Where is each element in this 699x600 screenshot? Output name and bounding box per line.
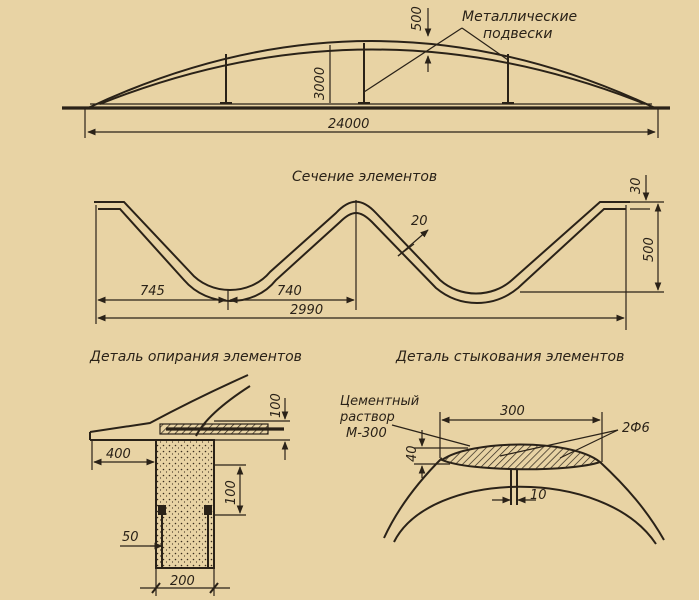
rebar-label: 2Ф6 [622,421,650,436]
tick [151,582,161,594]
dimension-width: 200 [170,574,195,589]
hangers-label-line1: Металлические [462,9,577,25]
rebar-leader [559,429,619,459]
dimension-section-height: 500 [642,237,657,262]
dimension-24000: 24000 [328,117,369,132]
dimension-gap: 10 [530,488,547,503]
dimension-height: 40 [405,445,420,462]
shell-inner [393,485,657,545]
dimension-lip: 30 [629,177,644,194]
mortar-label-line3: М-300 [346,426,387,441]
rebar-leader [499,429,619,457]
leader-line [461,27,509,61]
dimension-745: 745 [140,284,165,299]
shell-outer-left [383,457,443,539]
dimension-thickness: 20 [411,214,428,229]
tick [209,582,219,594]
leader-line [363,27,463,93]
section-title: Сечение элементов [292,169,437,185]
dimension-740: 740 [277,284,302,299]
arch-elevation: Металлические подвески 500 3000 24000 [62,6,670,138]
element-section: Сечение элементов 745 740 2990 500 30 20 [94,169,664,330]
dimension-height-top: 100 [269,393,284,418]
mortar-label-line1: Цементный [340,394,419,409]
dimension-overhang: 400 [106,447,131,462]
shell-outer-right [599,461,665,541]
joint-title: Деталь стыкования элементов [395,349,624,365]
dimension-width: 300 [500,404,525,419]
cement-mortar [439,443,603,471]
dimension-500: 500 [410,6,425,31]
dimension-line-20 [397,243,415,257]
section-profile-inner [98,208,626,304]
dimension-3000: 3000 [313,67,328,100]
arch-outer-curve [87,40,656,109]
rebar-plate [204,505,212,515]
rebar-plate [158,505,166,515]
joint-detail: Деталь стыкования элементов 300 40 Цемен… [339,349,665,545]
hangers-label-line2: подвески [483,26,553,42]
dimension-edge: 50 [122,530,139,545]
mortar-label-line2: раствор [339,410,395,425]
mortar-leader [391,424,471,447]
arch-inner-curve [99,48,646,105]
support-detail: Деталь опирания элементов 400 100 100 [89,349,302,596]
shell-upper [89,374,249,433]
concrete-pier [155,439,215,569]
dimension-height-mid: 100 [224,480,239,505]
dimension-2990: 2990 [290,303,323,318]
section-profile-outer [94,200,630,295]
support-title: Деталь опирания элементов [89,349,302,365]
